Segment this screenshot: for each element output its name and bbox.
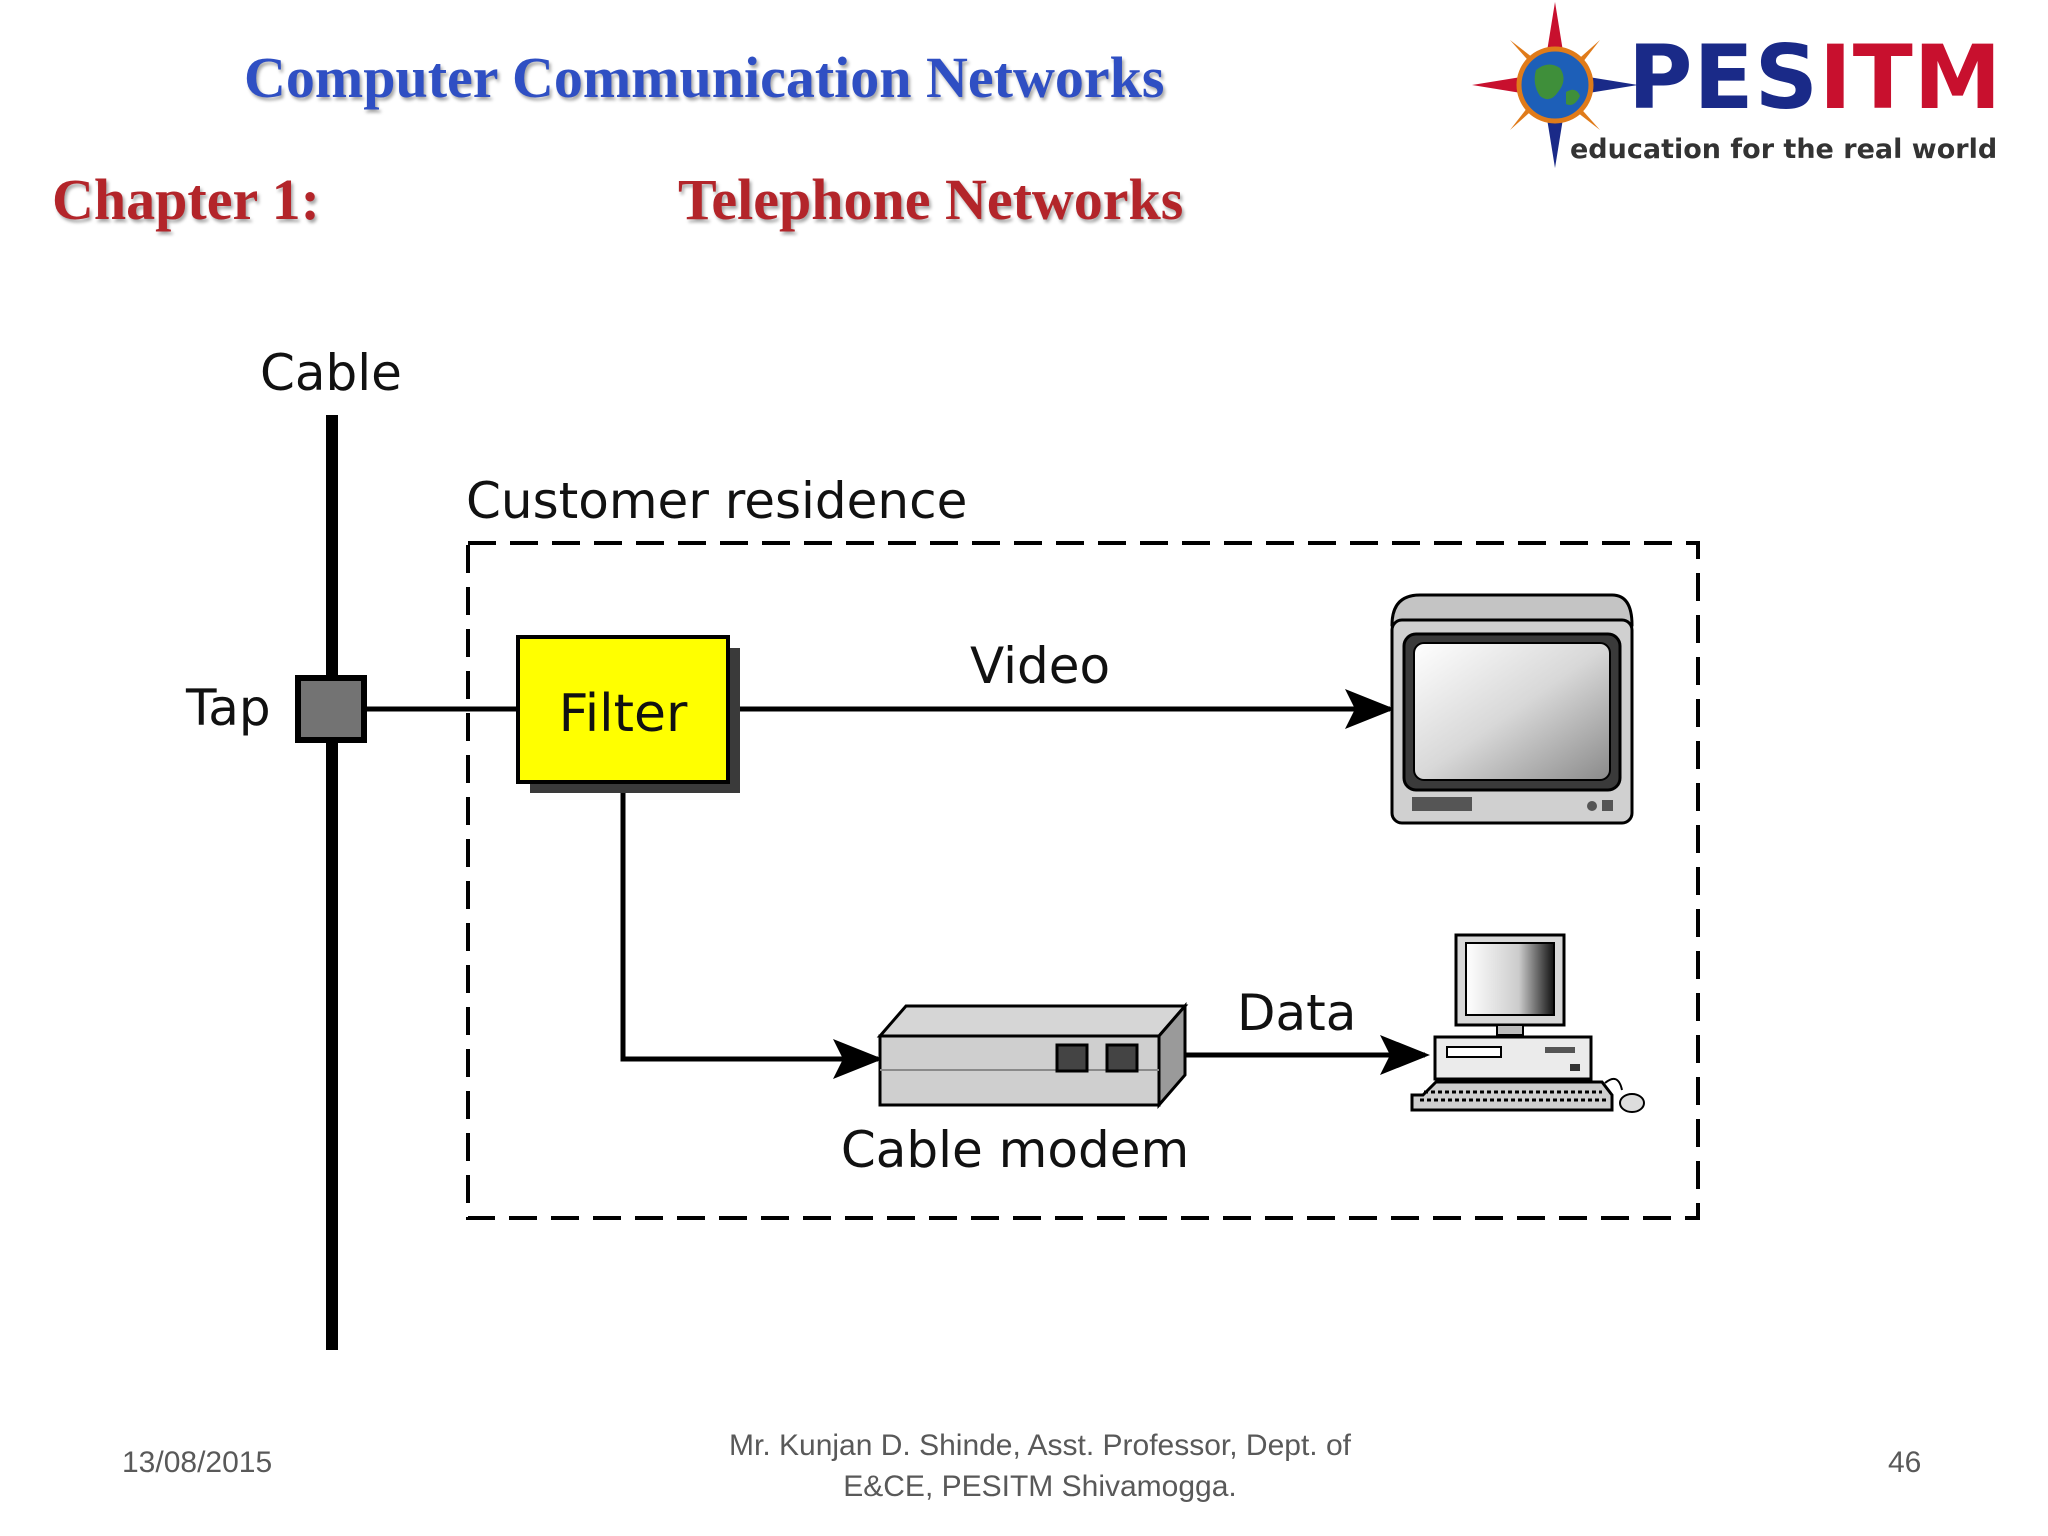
filter-box bbox=[516, 635, 730, 784]
cable-modem-icon bbox=[876, 1001, 1189, 1110]
tap-connector bbox=[295, 675, 367, 743]
logo-wordmark: PESITM bbox=[1628, 34, 2002, 122]
desktop-computer-icon bbox=[1410, 933, 1645, 1113]
page-number: 46 bbox=[1888, 1446, 1922, 1479]
tap-label: Tap bbox=[185, 679, 271, 737]
logo-tagline: education for the real world bbox=[1570, 134, 1998, 165]
customer-residence-label: Customer residence bbox=[466, 472, 967, 530]
data-label: Data bbox=[1237, 984, 1356, 1042]
footer-author-line1: Mr. Kunjan D. Shinde, Asst. Professor, D… bbox=[729, 1429, 1351, 1462]
compass-globe-icon bbox=[1472, 2, 1638, 168]
topic-title: Telephone Networks bbox=[678, 167, 1184, 232]
footer-author: Mr. Kunjan D. Shinde, Asst. Professor, D… bbox=[640, 1425, 1440, 1507]
cable-modem-label: Cable modem bbox=[841, 1121, 1189, 1179]
customer-residence-boundary bbox=[466, 541, 1700, 1220]
course-title: Computer Communication Networks bbox=[244, 45, 1165, 110]
logo-wordmark-part1: PES bbox=[1628, 26, 1819, 129]
cable-label: Cable bbox=[260, 344, 402, 402]
chapter-label: Chapter 1: bbox=[52, 167, 320, 232]
footer-author-line2: E&CE, PESITM Shivamogga. bbox=[843, 1470, 1237, 1503]
video-label: Video bbox=[970, 637, 1110, 695]
footer-date: 13/08/2015 bbox=[122, 1446, 273, 1479]
pesitm-logo: PESITM education for the real world bbox=[1470, 0, 2010, 170]
television-icon bbox=[1390, 593, 1634, 825]
filter-modem-link bbox=[620, 793, 883, 1079]
filter-label: Filter bbox=[559, 684, 688, 744]
logo-wordmark-part2: ITM bbox=[1819, 26, 2003, 129]
